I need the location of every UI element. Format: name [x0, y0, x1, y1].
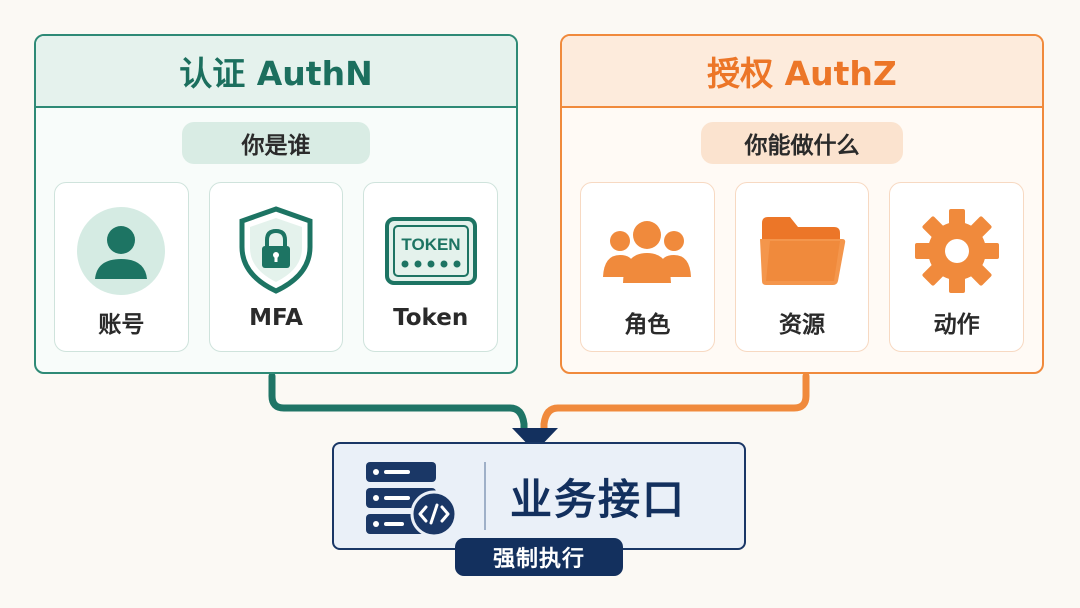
authz-card-label: 动作	[933, 312, 980, 338]
authz-panel: 授权 AuthZ 你能做什么 角色 资源	[560, 34, 1044, 374]
authn-card-mfa: MFA	[208, 182, 344, 352]
authn-card-token: TOKEN Token	[363, 182, 499, 352]
enforce-badge: 强制执行	[455, 538, 623, 576]
business-api-title: 业务接口	[510, 474, 687, 524]
authn-question: 你是谁	[182, 122, 370, 164]
business-api-box: 业务接口	[332, 442, 746, 550]
folder-icon	[760, 217, 846, 285]
authn-card-label: MFA	[249, 305, 303, 331]
authn-card-account: 账号	[54, 182, 189, 352]
authz-card-label: 资源	[779, 312, 825, 338]
token-icon: TOKEN	[384, 217, 477, 285]
token-icon-text: TOKEN	[401, 235, 460, 254]
authn-card-label: Token	[393, 305, 469, 331]
user-icon	[77, 207, 166, 295]
authz-card-role: 角色	[580, 182, 715, 352]
gear-icon	[914, 209, 999, 293]
authn-title: 认证 AuthN	[36, 36, 516, 108]
authz-question: 你能做什么	[701, 122, 903, 164]
group-icon	[603, 221, 692, 283]
authz-card-label: 角色	[624, 312, 671, 338]
authz-card-resource: 资源	[734, 182, 870, 352]
api-divider	[484, 462, 486, 530]
authz-title: 授权 AuthZ	[562, 36, 1042, 108]
authz-card-action: 动作	[889, 182, 1025, 352]
authn-card-label: 账号	[98, 312, 145, 338]
arrow-head-icon	[512, 428, 558, 452]
authn-panel: 认证 AuthN 你是谁 账号 MFA	[34, 34, 518, 374]
shield-lock-icon	[239, 206, 313, 294]
server-code-icon	[366, 462, 458, 538]
